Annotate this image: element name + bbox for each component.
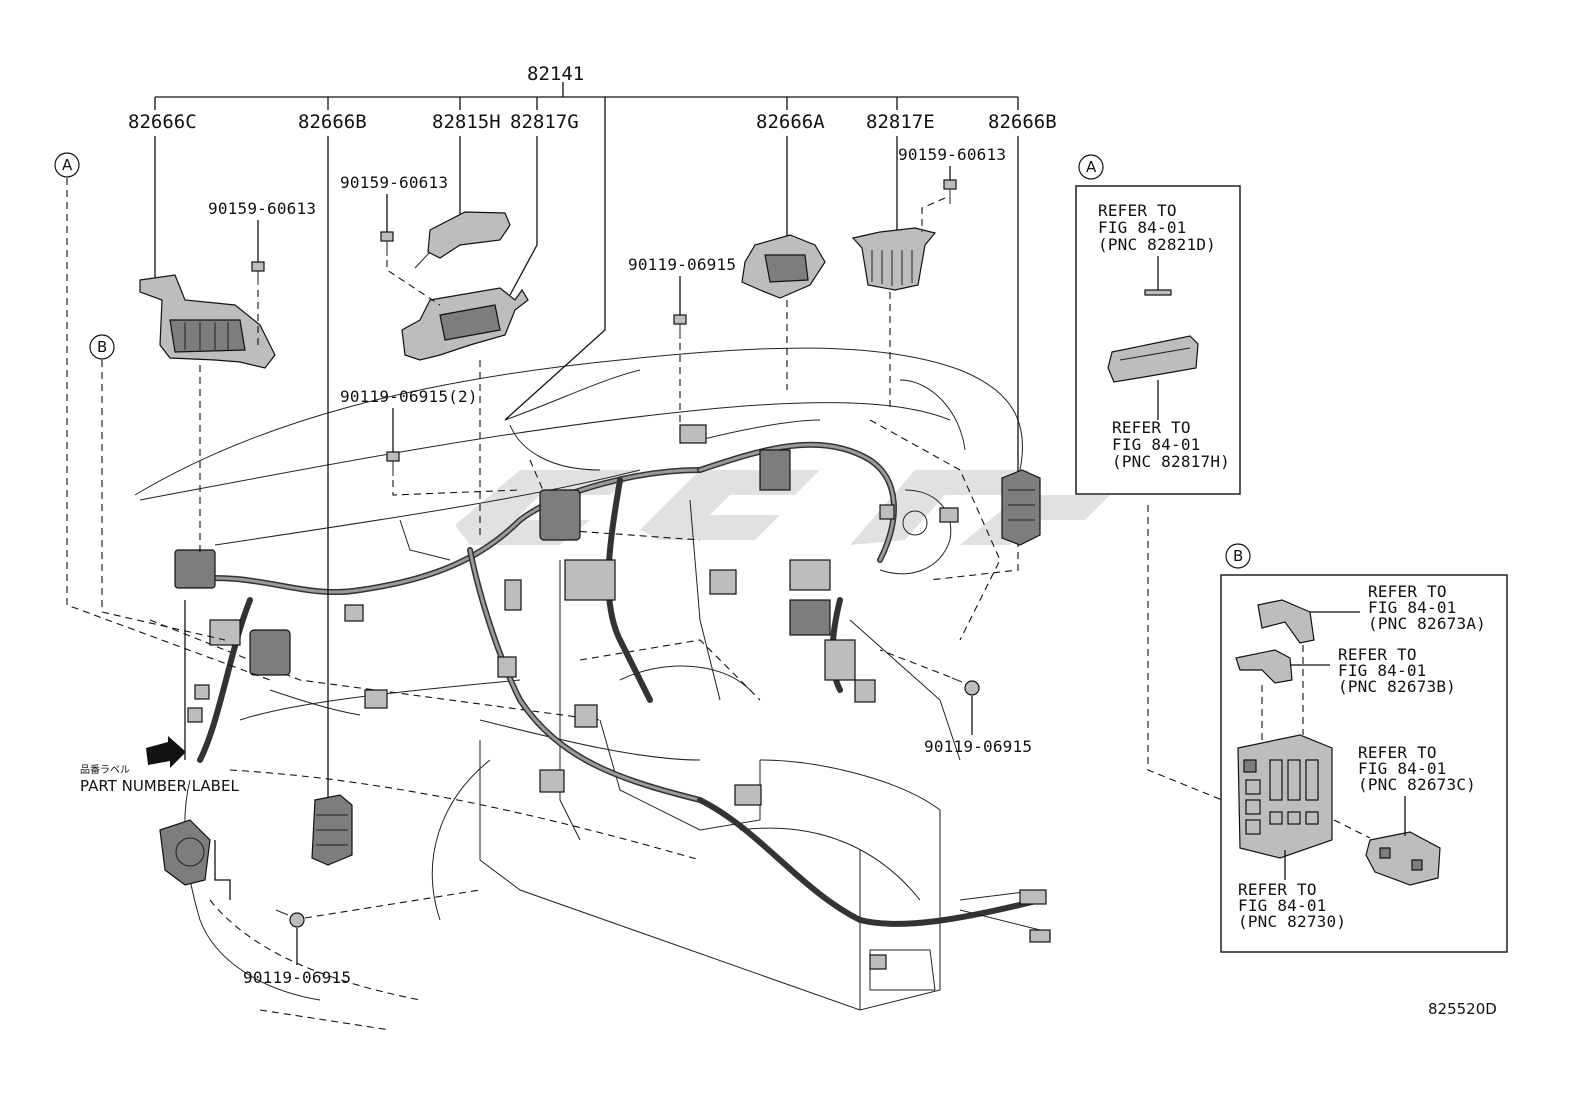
bolt-icon bbox=[951, 677, 980, 696]
inset-b-ref4-line3: (PNC 82730) bbox=[1238, 912, 1346, 931]
part-82666b-left bbox=[311, 794, 353, 866]
bolt-icon bbox=[251, 261, 265, 285]
bolt-icon bbox=[275, 909, 305, 928]
part-leaders bbox=[154, 136, 1019, 800]
inset-b-ref4-line1: REFER TO bbox=[1238, 880, 1317, 899]
inset-a-marker: A bbox=[1086, 158, 1097, 176]
part-number-arrow-icon bbox=[146, 736, 186, 768]
inset-a: A REFER TO FIG 84-01 (PNC 82821D) REFER … bbox=[1075, 154, 1241, 495]
inset-b-ref1-line1: REFER TO bbox=[1368, 582, 1447, 601]
label-82817g: 82817G bbox=[510, 111, 579, 133]
inset-a-ref2-line3: (PNC 82817H) bbox=[1112, 452, 1230, 471]
svg-text:A: A bbox=[62, 156, 73, 174]
inset-a-ref2-line1: REFER TO bbox=[1112, 418, 1191, 437]
inset-b-ref2-line1: REFER TO bbox=[1338, 645, 1417, 664]
label-82666b-left: 82666B bbox=[298, 111, 367, 133]
bolt-icon bbox=[380, 231, 394, 256]
label-82817e: 82817E bbox=[866, 111, 935, 133]
inset-b-ref3-line2: FIG 84-01 bbox=[1358, 759, 1447, 778]
label-82666c: 82666C bbox=[128, 111, 197, 133]
callout-b-main: B bbox=[89, 334, 226, 641]
dashboard-outline bbox=[134, 347, 1023, 1031]
inset-b-ref2-line2: FIG 84-01 bbox=[1338, 661, 1427, 680]
part-number-label: PART NUMBER LABEL bbox=[80, 777, 239, 795]
bolt-06915-right-dash bbox=[879, 649, 951, 678]
inset-a-ref1-line1: REFER TO bbox=[1098, 201, 1177, 220]
inset-a-ref2-line2: FIG 84-01 bbox=[1112, 435, 1201, 454]
inset-a-link bbox=[1147, 505, 1223, 801]
inset-b-ref4-line2: FIG 84-01 bbox=[1238, 896, 1327, 915]
part-82817g bbox=[401, 287, 529, 361]
left-side-assembly bbox=[159, 600, 231, 900]
label-bolt-60613-right: 90159-60613 bbox=[898, 145, 1006, 164]
label-82141: 82141 bbox=[527, 63, 584, 85]
inset-b-ref3-line1: REFER TO bbox=[1358, 743, 1437, 762]
inset-b-ref2-line3: (PNC 82673B) bbox=[1338, 677, 1456, 696]
part-82666b-right bbox=[1001, 469, 1041, 546]
part-82817e bbox=[851, 227, 937, 410]
part-number-label-jp: 品番ラベル bbox=[80, 764, 130, 776]
svg-text:B: B bbox=[97, 338, 107, 356]
label-bolt-06915-right: 90119-06915 bbox=[924, 737, 1032, 756]
inset-b-marker: B bbox=[1233, 547, 1243, 565]
main-harness-leader bbox=[154, 82, 1019, 421]
bolt-icon bbox=[386, 451, 400, 476]
inset-b-ref1-line3: (PNC 82673A) bbox=[1368, 614, 1486, 633]
inset-b: B REFER TO FIG 84-01 (PNC 82673A) REFER … bbox=[1220, 543, 1508, 953]
part-82815h bbox=[414, 211, 511, 269]
inset-a-ref1-line2: FIG 84-01 bbox=[1098, 218, 1187, 237]
bolt-06915-bottom-dash bbox=[304, 889, 481, 919]
label-bolt-60613-left: 90159-60613 bbox=[208, 199, 316, 218]
label-82815h: 82815H bbox=[432, 111, 501, 133]
label-82666b-right: 82666B bbox=[988, 111, 1057, 133]
callout-a-main: A bbox=[54, 152, 271, 681]
bolt-center-dash bbox=[386, 260, 441, 306]
wire-harness-main bbox=[177, 369, 1043, 931]
inset-a-ref1-line3: (PNC 82821D) bbox=[1098, 235, 1216, 254]
bolt-right-dash bbox=[921, 197, 946, 232]
label-bolt-06915-center: 90119-06915 bbox=[628, 255, 736, 274]
label-82666a: 82666A bbox=[756, 111, 825, 133]
part-82666c bbox=[139, 274, 276, 555]
label-bolt-06915-2: 90119-06915(2) bbox=[340, 387, 478, 406]
inset-b-ref3-line3: (PNC 82673C) bbox=[1358, 775, 1476, 794]
bolt-06915-2-dash bbox=[392, 480, 521, 496]
label-bolt-60613-center: 90159-60613 bbox=[340, 173, 448, 192]
part-82666a bbox=[741, 234, 826, 390]
bolt-icon bbox=[943, 179, 957, 204]
label-bolt-06915-bottom: 90119-06915 bbox=[243, 968, 351, 987]
bolt-icon bbox=[673, 314, 687, 339]
inset-b-ref1-line2: FIG 84-01 bbox=[1368, 598, 1457, 617]
figure-code: 825520D bbox=[1428, 1000, 1497, 1018]
harness-connectors bbox=[174, 424, 1051, 970]
